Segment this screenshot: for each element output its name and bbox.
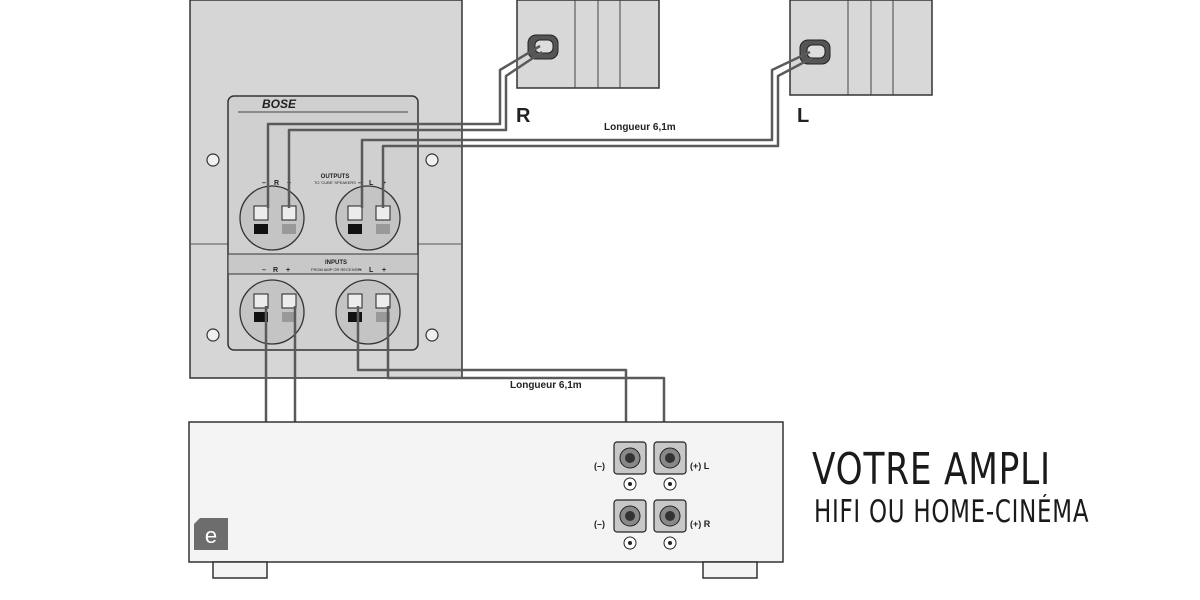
mount-hole: [206, 328, 220, 342]
right-speaker-label: R: [516, 105, 531, 127]
amplifier: (–) (+) L (–) (+) R: [188, 421, 784, 579]
out-l-label: L: [369, 180, 374, 187]
output-r-plus-color: [282, 224, 296, 234]
left-speaker-label: L: [797, 105, 809, 127]
amp-r-minus-label: (–): [594, 519, 605, 529]
input-r-plus-color: [282, 312, 296, 322]
mount-hole: [206, 153, 220, 167]
output-r-minus-color: [254, 224, 268, 234]
in-l-label: L: [369, 267, 374, 274]
amp-r-plus-label: (+) R: [690, 519, 711, 529]
in-r-plus: +: [286, 267, 290, 274]
output-l-minus-terminal[interactable]: [347, 205, 363, 221]
out-r-label: R: [274, 180, 279, 187]
mount-hole: [425, 153, 439, 167]
output-r-plus-terminal[interactable]: [281, 205, 297, 221]
brand-logo: BOSE: [262, 97, 297, 111]
mount-hole: [425, 328, 439, 342]
connector-panel: BOSE OUTPUTS TO 'CUBE' SPEAKERS – R + – …: [227, 95, 419, 351]
caption-subtitle: HIFI OU HOME-CINÉMA: [814, 494, 1090, 530]
amp-l-minus-label: (–): [594, 461, 605, 471]
input-cable-length: Longueur 6,1m: [510, 380, 582, 391]
input-l-plus-color: [376, 312, 390, 322]
site-logo-letter: e: [205, 523, 217, 548]
input-l-plus-terminal[interactable]: [375, 293, 391, 309]
in-r-label: R: [273, 267, 278, 274]
input-cable-left: [356, 306, 666, 446]
amp-foot: [702, 561, 758, 579]
out-l-minus: –: [358, 180, 362, 187]
output-r-minus-terminal[interactable]: [253, 205, 269, 221]
inputs-title: INPUTS: [325, 260, 347, 266]
outputs-title: OUTPUTS: [321, 174, 350, 180]
speaker-cable-left: [360, 50, 813, 208]
speaker-cable-right: [266, 44, 543, 208]
right-speaker-jack[interactable]: [534, 39, 554, 54]
output-l-plus-terminal[interactable]: [375, 205, 391, 221]
in-r-minus: –: [262, 267, 266, 274]
caption-title: VOTRE AMPLI: [812, 444, 1051, 495]
input-r-minus-color: [254, 312, 268, 322]
input-r-minus-terminal[interactable]: [253, 293, 269, 309]
amp-l-plus-label: (+) L: [690, 461, 710, 471]
input-r-plus-terminal[interactable]: [281, 293, 297, 309]
output-l-plus-color: [376, 224, 390, 234]
inputs-subtitle: FROM AMP OR RECEIVER: [311, 267, 361, 272]
right-cube-speaker: [516, 0, 660, 89]
in-l-minus: –: [358, 267, 362, 274]
amp-foot: [212, 561, 268, 579]
input-l-minus-terminal[interactable]: [347, 293, 363, 309]
site-logo-icon: e: [194, 518, 228, 550]
left-cube-speaker: [789, 0, 933, 96]
out-r-minus: –: [262, 180, 266, 187]
input-l-minus-color: [348, 312, 362, 322]
outputs-subtitle: TO 'CUBE' SPEAKERS: [314, 180, 356, 185]
in-l-plus: +: [382, 267, 386, 274]
input-l-disc: [335, 279, 401, 345]
output-l-minus-color: [348, 224, 362, 234]
left-speaker-jack[interactable]: [806, 44, 826, 59]
speaker-cable-length: Longueur 6,1m: [604, 122, 676, 133]
